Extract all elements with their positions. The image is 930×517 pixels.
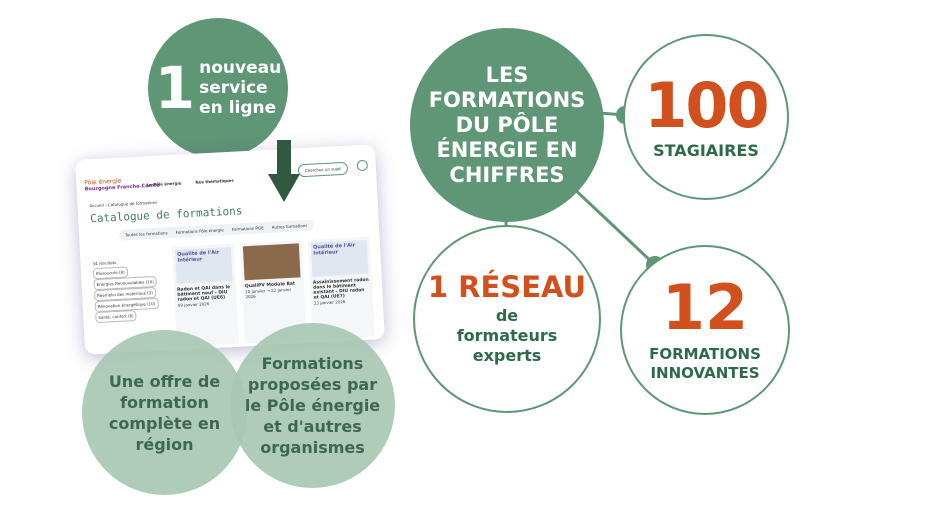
nav-item[interactable]: Le Pôle énergie bbox=[146, 180, 182, 188]
regional-offer-bubble: Une offre de formation complète en régio… bbox=[82, 330, 247, 495]
new-service-number: 1 bbox=[154, 54, 196, 122]
partner-formations-bubble: Formations proposées par le Pôle énergie… bbox=[230, 323, 395, 488]
main-title-bubble: LES FORMATIONS DU PÔLE ÉNERGIE EN CHIFFR… bbox=[410, 28, 604, 222]
breadcrumb: Accueil › Catalogue de formations bbox=[89, 199, 158, 209]
search-button[interactable]: Cherchez un sujet bbox=[297, 161, 349, 178]
new-service-line: service bbox=[199, 78, 268, 98]
filter[interactable]: Santé, confort (6) bbox=[95, 309, 137, 324]
title-line: ÉNERGIE EN bbox=[436, 137, 578, 162]
network-stat: 1 RÉSEAU de formateurs experts bbox=[413, 225, 601, 413]
stat-label: FORMATIONS INNOVANTES bbox=[649, 345, 761, 382]
new-service-line: nouveau bbox=[199, 58, 282, 78]
nav-item[interactable]: Nos thématiques bbox=[195, 177, 234, 185]
new-service-line: en ligne bbox=[199, 98, 277, 118]
title-line: FORMATIONS bbox=[428, 87, 586, 112]
arrow-down-icon bbox=[268, 140, 300, 202]
tab[interactable]: Toutes les formations bbox=[124, 230, 168, 238]
page-title: Catalogue de formations bbox=[89, 204, 243, 226]
tab[interactable]: Formations Pôle énergie bbox=[175, 227, 224, 235]
tab[interactable]: Formations RGE bbox=[231, 225, 264, 232]
tab[interactable]: Autres formations bbox=[271, 222, 308, 230]
stat-label: STAGIAIRES bbox=[653, 140, 759, 160]
results-count: 34 résultats bbox=[92, 259, 117, 267]
title-line: LES bbox=[485, 62, 529, 87]
title-line: DU PÔLE bbox=[455, 112, 559, 137]
search-icon[interactable] bbox=[356, 159, 369, 172]
new-service-bubble: 1 nouveau service en ligne bbox=[148, 18, 288, 158]
trainees-stat: 100 STAGIAIRES bbox=[623, 34, 789, 200]
stat-value: 100 bbox=[644, 68, 769, 142]
formations-stat: 12 FORMATIONS INNOVANTES bbox=[620, 245, 790, 415]
stat-value: 1 RÉSEAU bbox=[427, 269, 587, 304]
stat-value: 12 bbox=[661, 271, 749, 344]
title-line: CHIFFRES bbox=[449, 162, 565, 187]
stat-label: de formateurs experts bbox=[456, 305, 558, 365]
